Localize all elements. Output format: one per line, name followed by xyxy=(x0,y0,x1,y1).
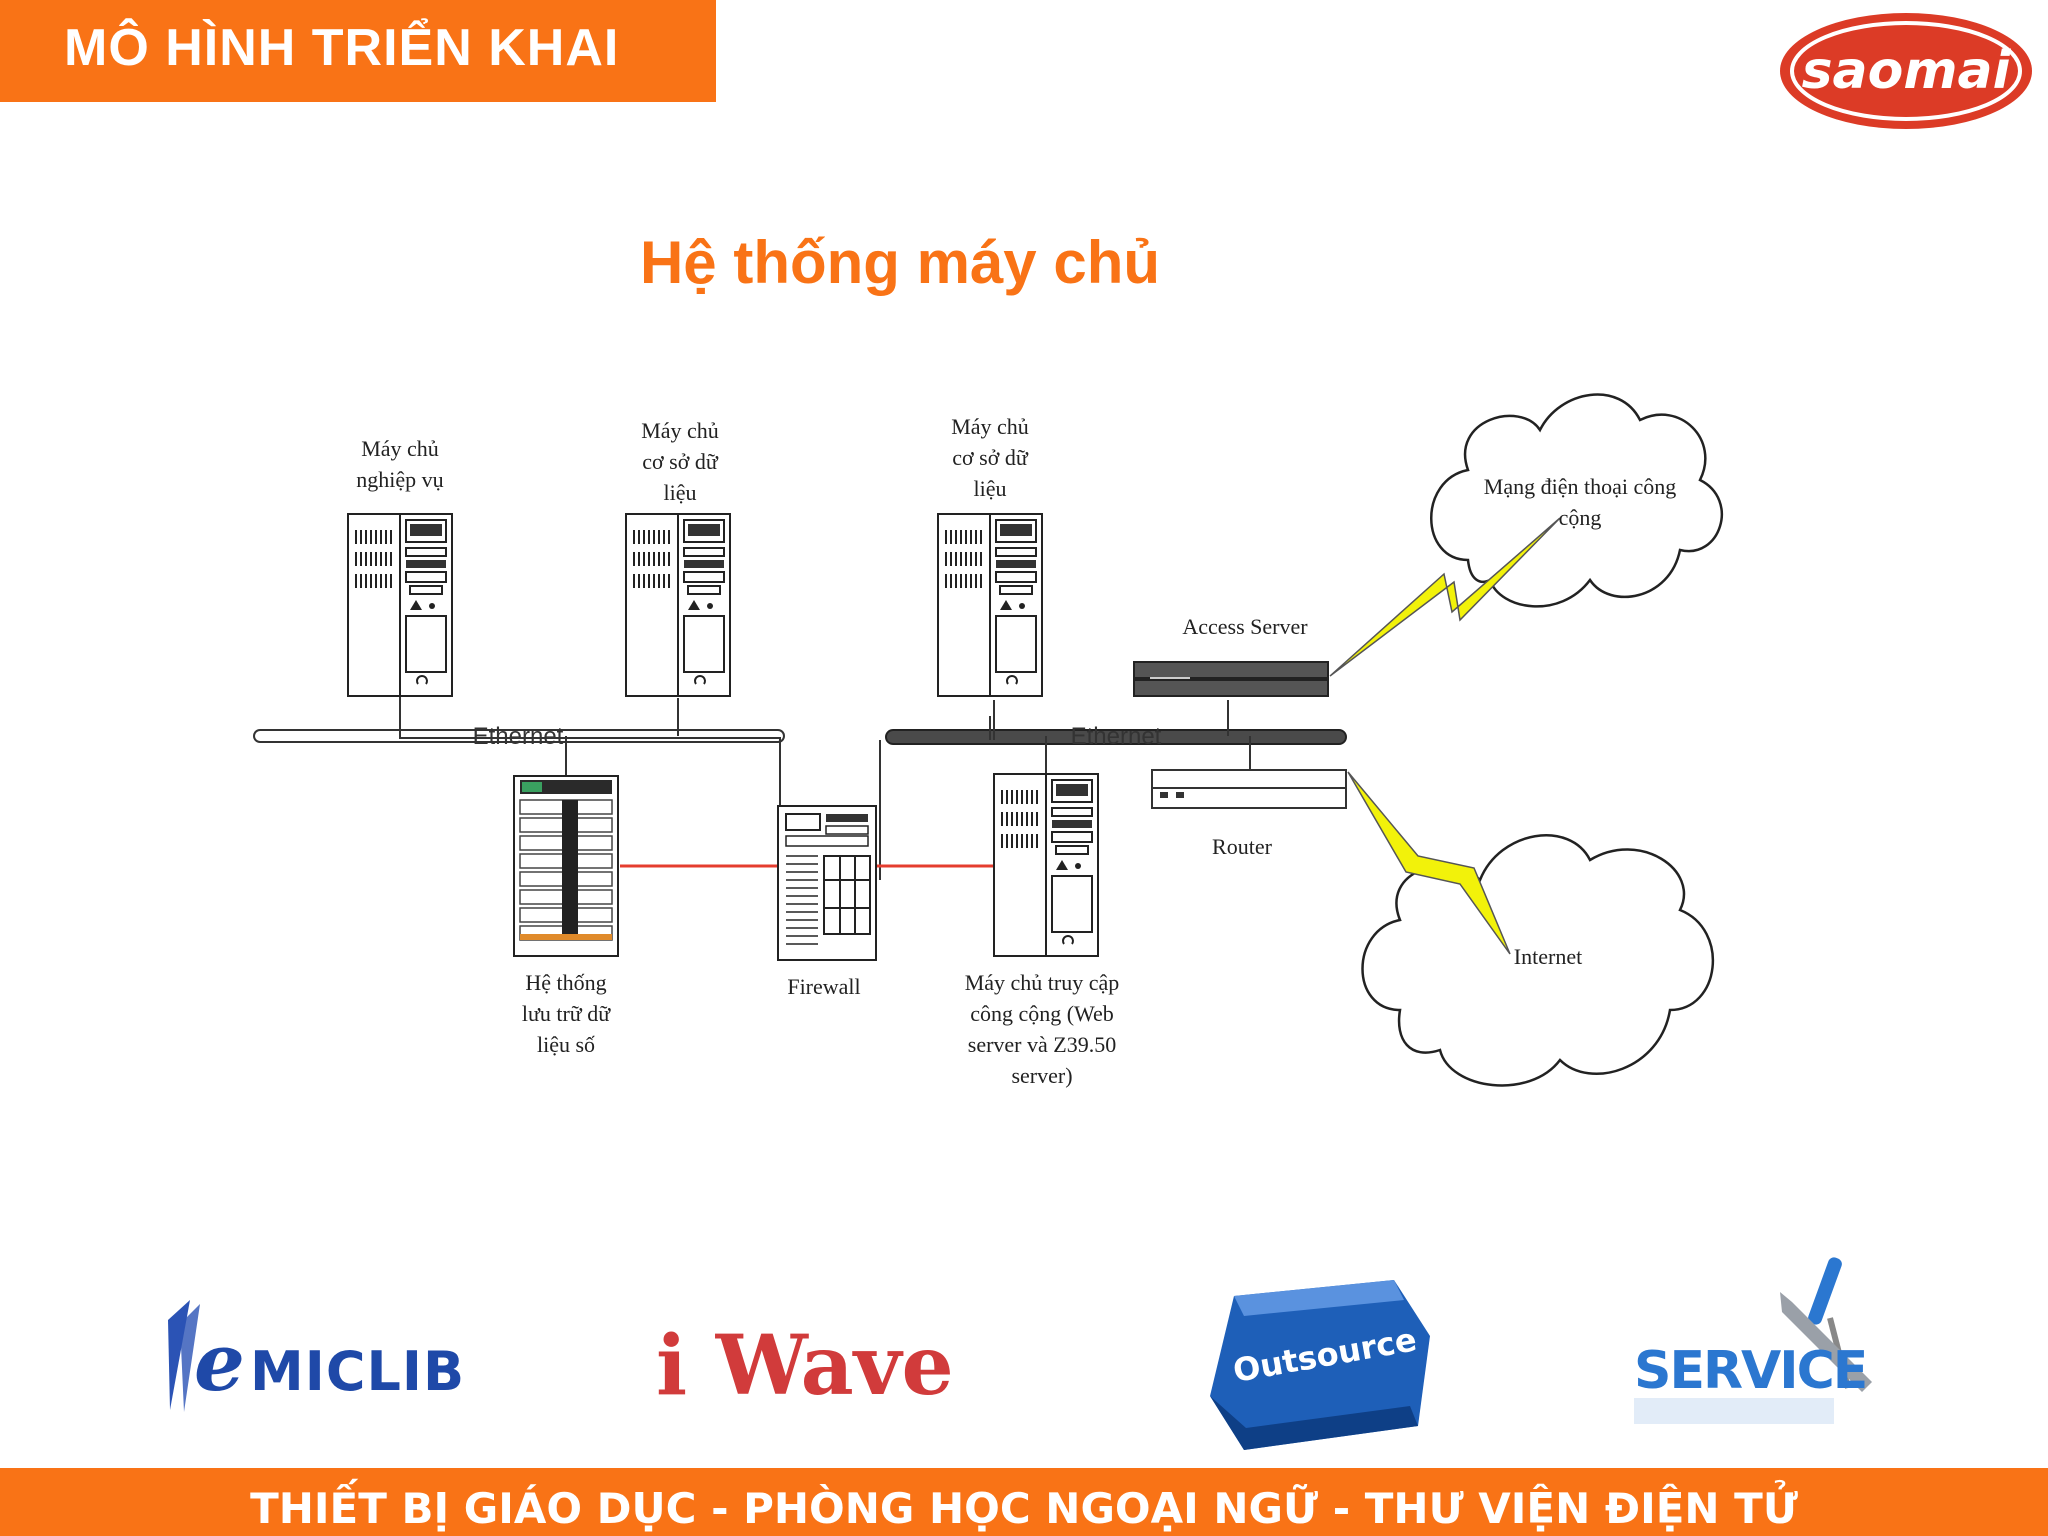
label-storage-2: lưu trữ dữ xyxy=(522,1001,611,1026)
label-public-server-4: server) xyxy=(1011,1063,1072,1088)
diagram-title: Hệ thống máy chủ xyxy=(639,229,1161,296)
server-public-access xyxy=(993,773,1099,957)
label-public-server-3: server và Z39.50 xyxy=(968,1032,1116,1057)
label-public-server-1: Máy chủ truy cập xyxy=(965,970,1120,995)
page-title: MÔ HÌNH TRIỂN KHAI xyxy=(64,19,620,77)
label-server-db1-1: Máy chủ xyxy=(641,418,719,443)
label-access-server: Access Server xyxy=(1182,614,1308,639)
label-server-business-2: nghiệp vụ xyxy=(356,467,443,492)
emiclib-text: MICLIB xyxy=(250,1340,465,1403)
logo-text: saomai xyxy=(1802,41,2012,101)
label-storage-1: Hệ thống xyxy=(525,970,606,995)
access-server-device xyxy=(1133,661,1329,697)
service-text: SERVICE xyxy=(1634,1341,1866,1401)
footer-bar xyxy=(0,1468,2048,1536)
label-server-db2-2: cơ sở dữ xyxy=(952,445,1029,470)
cloud-phone-network xyxy=(1430,393,1724,608)
label-phone-network-1: Mạng điện thoại công xyxy=(1484,474,1676,499)
iwave-logo: i Wave xyxy=(656,1318,954,1414)
firewall-device xyxy=(777,805,877,961)
storage-rack xyxy=(513,775,619,957)
label-server-db1-2: cơ sở dữ xyxy=(642,449,719,474)
label-server-business-1: Máy chủ xyxy=(361,436,439,461)
outsource-key-icon: Outsource xyxy=(1210,1280,1430,1450)
label-phone-network-2: cộng xyxy=(1559,505,1602,530)
header-bar xyxy=(0,0,716,102)
lightning-phone-icon xyxy=(1329,517,1561,677)
saomai-logo: saomai xyxy=(1780,13,2032,129)
server-database-1 xyxy=(625,513,731,697)
service-tools-icon: SERVICE xyxy=(1634,1257,1872,1424)
label-server-db2-3: liệu xyxy=(974,476,1007,501)
server-business xyxy=(347,513,453,697)
lightning-internet-icon xyxy=(1347,771,1511,955)
label-server-db1-3: liệu xyxy=(664,480,697,505)
label-storage-3: liệu số xyxy=(537,1032,595,1057)
emiclib-logo: e MICLIB xyxy=(168,1300,465,1412)
server-database-2 xyxy=(937,513,1043,697)
label-ethernet-right: Ethernet xyxy=(1071,723,1162,750)
cloud-internet xyxy=(1361,834,1715,1087)
label-internet: Internet xyxy=(1514,944,1582,969)
label-ethernet-left: Ethernet xyxy=(473,723,564,750)
label-public-server-2: công cộng (Web xyxy=(970,1001,1114,1026)
svg-text:e: e xyxy=(194,1315,245,1409)
label-server-db2-1: Máy chủ xyxy=(951,414,1029,439)
label-firewall: Firewall xyxy=(787,974,860,999)
router-device xyxy=(1151,769,1347,809)
footer-text: THIẾT BỊ GIÁO DỤC - PHÒNG HỌC NGOẠI NGỮ … xyxy=(250,1484,1798,1533)
label-router: Router xyxy=(1212,834,1273,859)
iwave-text: i Wave xyxy=(656,1318,954,1414)
